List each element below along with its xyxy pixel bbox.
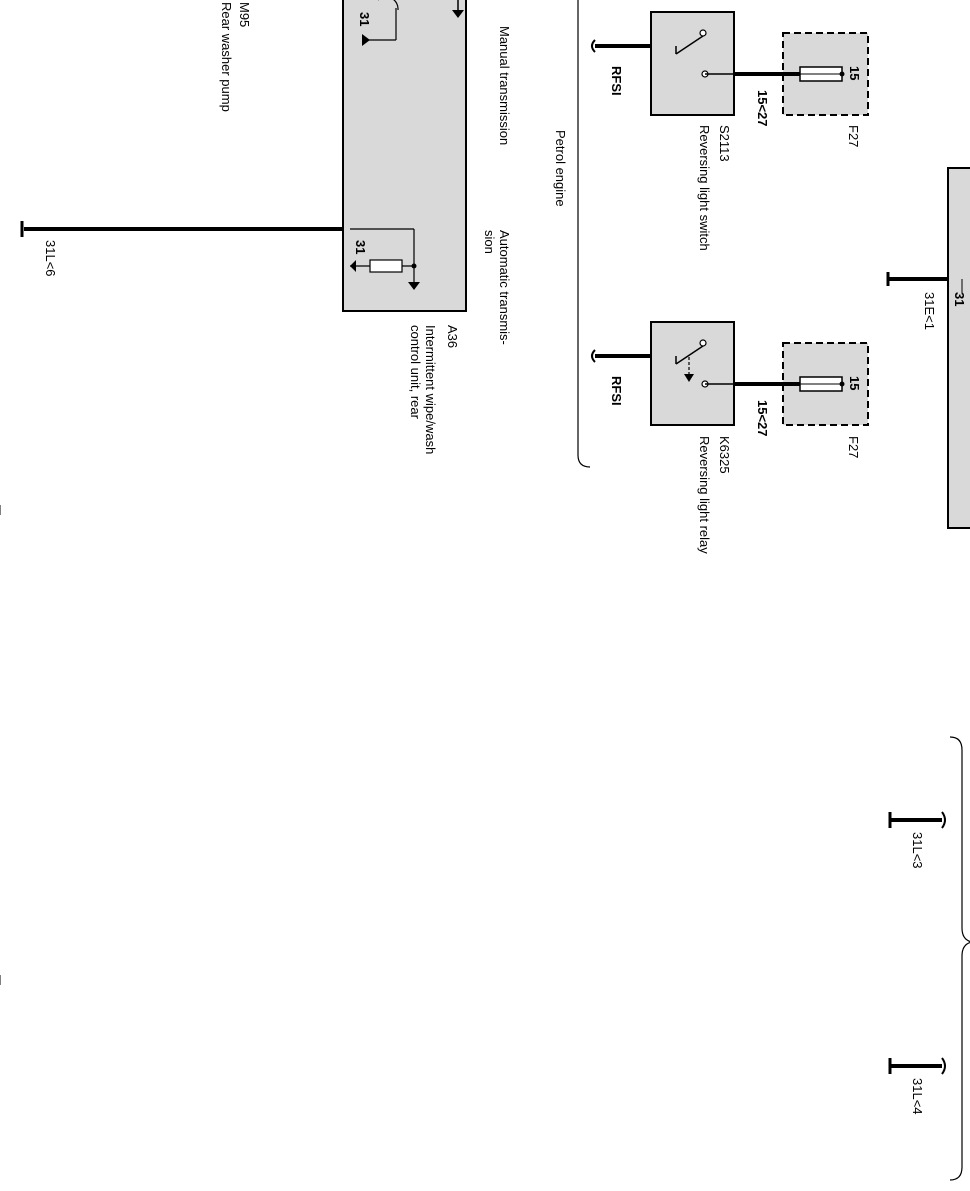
control-unit-a36: 31 31 A36 Intermittent wipe/wash control…	[342, 0, 467, 454]
ground-31l4: 31L<4	[888, 1057, 946, 1115]
bus-pin-label: 31	[952, 292, 967, 306]
ground-bus-bar: 31 31E<1	[886, 167, 970, 529]
relay-wire-label: 15<27	[755, 400, 770, 437]
petrol-engine-label: Petrol engine	[553, 130, 568, 207]
reversing-light-relay: RFSI K6325 Reversing light relay	[591, 321, 735, 554]
switch-wire-label: 15<27	[755, 90, 770, 127]
ground-31l4-label: 31L<4	[910, 1078, 925, 1115]
ground-31l3-label: 31L<3	[910, 832, 925, 869]
manual-transmission-label: Manual transmission	[497, 26, 512, 145]
control-unit-pin-top: 31	[357, 12, 372, 26]
reversing-light-switch: RFSI S2113 Reversing light switch	[591, 11, 735, 251]
control-unit-description-1: Intermittent wipe/wash	[423, 325, 438, 454]
automatic-transmission-label-2: sion	[482, 230, 497, 254]
bus-ground-ref: 31E<1	[922, 292, 937, 330]
control-unit-id: A36	[445, 325, 460, 348]
switch-ground-label: RFSI	[609, 66, 624, 96]
switch-description: Reversing light switch	[697, 125, 712, 251]
right-brace	[949, 736, 970, 1181]
fuse-f27-b: 15 F27	[782, 342, 869, 458]
switch-id: S2113	[717, 125, 732, 162]
ground-31l6-label: 31L<6	[43, 240, 58, 277]
pump-id: M95	[237, 2, 252, 27]
petrol-engine-brace	[577, 0, 591, 468]
pump-description: Rear washer pump	[219, 2, 234, 112]
ground-31l3: 31L<3	[888, 811, 946, 869]
relay-id: K6325	[717, 436, 732, 474]
fuse-b-pin: 15	[847, 376, 862, 390]
fuse-f27-a: 15 F27	[782, 32, 869, 147]
automatic-transmission-label-1: Automatic transmis-	[497, 230, 512, 345]
fuse-a-pin: 15	[847, 66, 862, 80]
control-unit-pin-bottom: 31	[353, 240, 368, 254]
relay-ground-label: RFSI	[609, 376, 624, 406]
control-unit-description-2: control unit, rear	[408, 325, 423, 420]
relay-description: Reversing light relay	[697, 436, 712, 554]
fuse-b-name: F27	[846, 436, 861, 458]
fuse-a-name: F27	[846, 125, 861, 147]
